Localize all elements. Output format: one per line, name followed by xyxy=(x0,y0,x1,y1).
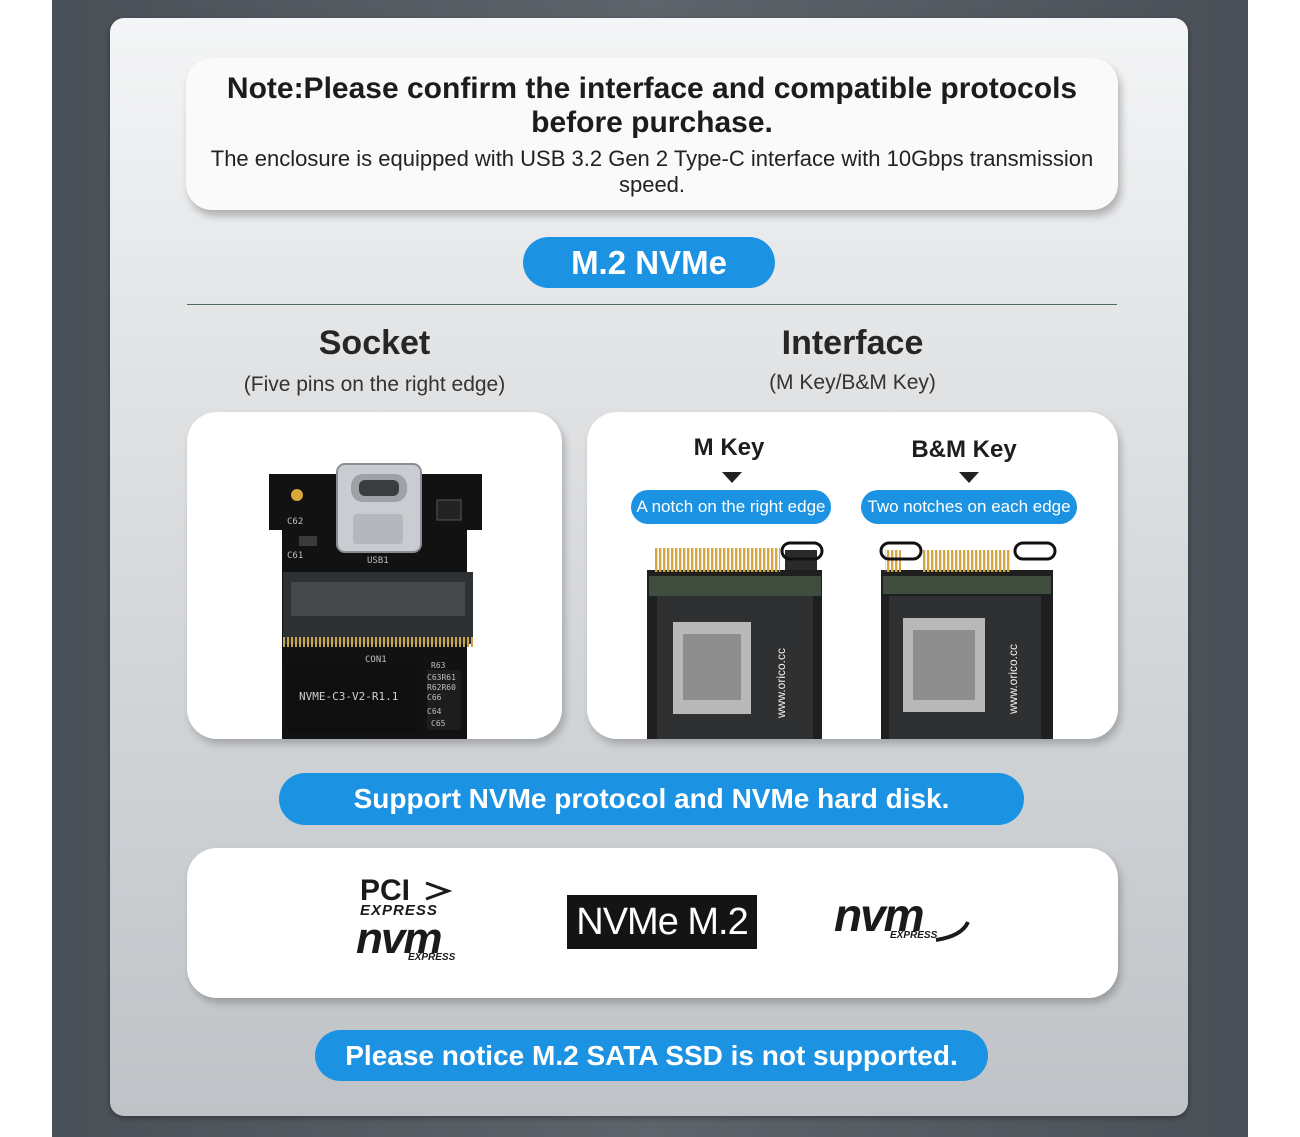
nvm-swoosh-icon xyxy=(935,921,970,942)
interface-subtitle: (M Key/B&M Key) xyxy=(769,371,936,394)
board-label-c62: C62 xyxy=(287,517,303,527)
notice-banner: Please notice M.2 SATA SSD is not suppor… xyxy=(315,1030,988,1081)
board-label-model: NVME-C3-V2-R1.1 xyxy=(299,690,398,703)
pci-chevron-icon xyxy=(425,881,453,901)
board-label-c61: C61 xyxy=(287,551,303,561)
board-label-c63r61: C63R61 xyxy=(427,673,456,682)
note-body: The enclosure is equipped with USB 3.2 G… xyxy=(210,146,1094,197)
m-key-note: A notch on the right edge xyxy=(631,490,831,524)
note-title: Note:Please confirm the interface and co… xyxy=(226,72,1078,139)
bm-key-brand: www.orico.cc xyxy=(1006,644,1020,715)
m-key-brand: www.orico.cc xyxy=(774,648,788,719)
board-label-c65: C65 xyxy=(431,719,446,728)
pci-express-nvm-logo: PCI EXPRESS nvm EXPRESS xyxy=(356,874,456,963)
board-label-r62r60: R62R60 xyxy=(427,683,456,692)
divider xyxy=(187,304,1117,305)
nvme-m2-logo: NVMe M.2 xyxy=(567,895,757,949)
support-banner: Support NVMe protocol and NVMe hard disk… xyxy=(279,773,1024,825)
bm-key-arrow-icon xyxy=(959,472,979,483)
socket-title: Socket xyxy=(318,324,431,362)
socket-card: C62 C61 USB1 CON1 NVME-C3-V2-R1.1 R63 C6… xyxy=(187,412,562,739)
socket-subtitle: (Five pins on the right edge) xyxy=(243,373,506,396)
interface-title: Interface xyxy=(781,324,924,362)
bm-key-label: B&M Key xyxy=(911,436,1017,463)
nvm-express-logo: nvm EXPRESS xyxy=(834,888,974,958)
note-card: Note:Please confirm the interface and co… xyxy=(186,58,1118,210)
bm-key-note: Two notches on each edge xyxy=(861,490,1077,524)
board-label-usb1: USB1 xyxy=(367,556,389,566)
board-label-c64: C64 xyxy=(427,707,442,716)
bm-key-ssd-image: www.orico.cc xyxy=(879,541,1057,739)
socket-board-image: C62 C61 USB1 CON1 NVME-C3-V2-R1.1 R63 C6… xyxy=(269,463,482,739)
board-label-con1: CON1 xyxy=(365,655,387,665)
ssd-illustrations: www.orico.cc www.orico.cc xyxy=(647,541,1057,739)
board-label-r63: R63 xyxy=(431,661,446,670)
m-key-arrow-icon xyxy=(722,472,742,483)
m-key-label: M Key xyxy=(693,434,765,461)
board-label-c66: C66 xyxy=(427,693,442,702)
m2-nvme-badge: M.2 NVMe xyxy=(523,237,775,288)
interface-card: M Key A notch on the right edge B&M Key … xyxy=(587,412,1118,739)
m-key-ssd-image: www.orico.cc xyxy=(647,541,824,739)
